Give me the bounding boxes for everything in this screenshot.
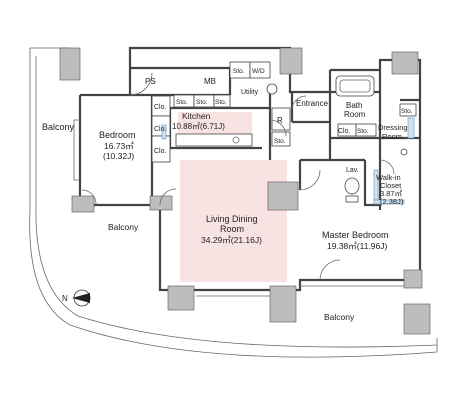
washer-dryer-space — [249, 61, 271, 79]
column — [403, 269, 423, 289]
storage-label: Sto. — [401, 108, 413, 115]
kitchen-counter — [175, 133, 253, 147]
closet-label: Clo. — [154, 126, 167, 133]
sash-window — [73, 119, 80, 181]
bathtub — [335, 75, 375, 97]
bedroom-area-j: (10.32J) — [103, 151, 134, 161]
master-bedroom-label: Master Bedroom — [322, 230, 389, 240]
column — [59, 47, 81, 81]
utility-label: Utility — [241, 89, 259, 96]
living-area: 34.29㎡(21.16J) — [201, 235, 262, 245]
door-swing — [269, 119, 287, 137]
bathtub-inner — [339, 79, 371, 93]
storage-label: Sto. — [215, 99, 227, 106]
storage-label: Sto. — [233, 68, 245, 75]
door-swing — [379, 159, 395, 175]
bedroom-label: Bedroom — [99, 130, 136, 140]
dressing-room-label-1: Dressing — [378, 123, 408, 132]
sink — [232, 136, 240, 144]
door-swing — [319, 259, 341, 281]
living-label-2: Room — [220, 224, 244, 234]
kitchen-area: 10.88㎡(6.71J) — [172, 122, 225, 131]
column — [279, 47, 303, 75]
kitchen-label: Kitchen — [182, 111, 211, 121]
master-bedroom-area: 19.38㎡(11.96J) — [327, 241, 387, 251]
door-swing — [299, 169, 321, 191]
toilet-tank — [345, 195, 359, 203]
walk-in-closet-label-2: Closet — [380, 181, 402, 190]
left-balcony-inner — [35, 56, 438, 348]
compass-letter: N — [62, 294, 68, 303]
living-label-1: Living Dining — [206, 214, 258, 224]
living-floor-tint — [180, 160, 287, 282]
refrigerator-label: R — [277, 116, 283, 125]
balcony-left-label: Balcony — [42, 122, 75, 132]
dressing-room-label-2: Room — [382, 132, 402, 141]
door-swing — [81, 189, 97, 205]
entrance-label: Entrance — [296, 99, 329, 108]
ps-label: PS — [145, 77, 156, 86]
door-swing — [129, 72, 153, 96]
storage — [271, 131, 291, 147]
mb-label: MB — [204, 77, 216, 86]
closet-door-swing — [161, 124, 167, 140]
storage — [399, 103, 417, 117]
column — [267, 181, 299, 211]
column — [269, 285, 297, 323]
column — [391, 51, 419, 75]
storage-label: Sto. — [196, 99, 208, 106]
lavatory-label: Lav. — [346, 167, 359, 174]
dressing-shelf — [407, 117, 415, 139]
washer-dryer-label: W/D — [252, 68, 265, 75]
walk-in-closet-highlight — [373, 199, 405, 205]
column — [149, 195, 173, 211]
bath-room-label-2: Room — [344, 110, 366, 119]
closet-label: Clo. — [338, 128, 351, 135]
storage-label: Sto. — [357, 128, 369, 135]
utility-basin — [400, 148, 408, 156]
balcony-mid-label: Balcony — [108, 222, 139, 232]
storage-label: Sto. — [274, 138, 286, 145]
bath-room-label-1: Bath — [346, 101, 362, 110]
wash-basin — [266, 83, 278, 95]
column — [71, 195, 95, 213]
toilet — [344, 177, 360, 195]
bedroom-closet — [151, 135, 171, 163]
walk-in-closet-area-2: (2.38J) — [380, 197, 404, 206]
balcony-bottom-label: Balcony — [324, 312, 355, 322]
column — [167, 285, 195, 311]
column — [403, 303, 431, 335]
refrigerator-space — [271, 107, 291, 131]
door-swing — [291, 95, 307, 111]
north-arrow-icon — [72, 289, 91, 307]
walk-in-closet-label-1: Walk-in — [376, 173, 401, 182]
door-swing — [159, 188, 177, 206]
storage — [355, 123, 377, 137]
closet-label: Clo. — [154, 148, 167, 155]
walk-in-closet-area-1: 3.87㎡ — [380, 189, 403, 198]
closet-label: Clo. — [154, 104, 167, 111]
storage — [213, 94, 231, 108]
bedroom-area-m2: 16.73㎡ — [104, 141, 134, 151]
storage-label: Sto. — [176, 99, 188, 106]
